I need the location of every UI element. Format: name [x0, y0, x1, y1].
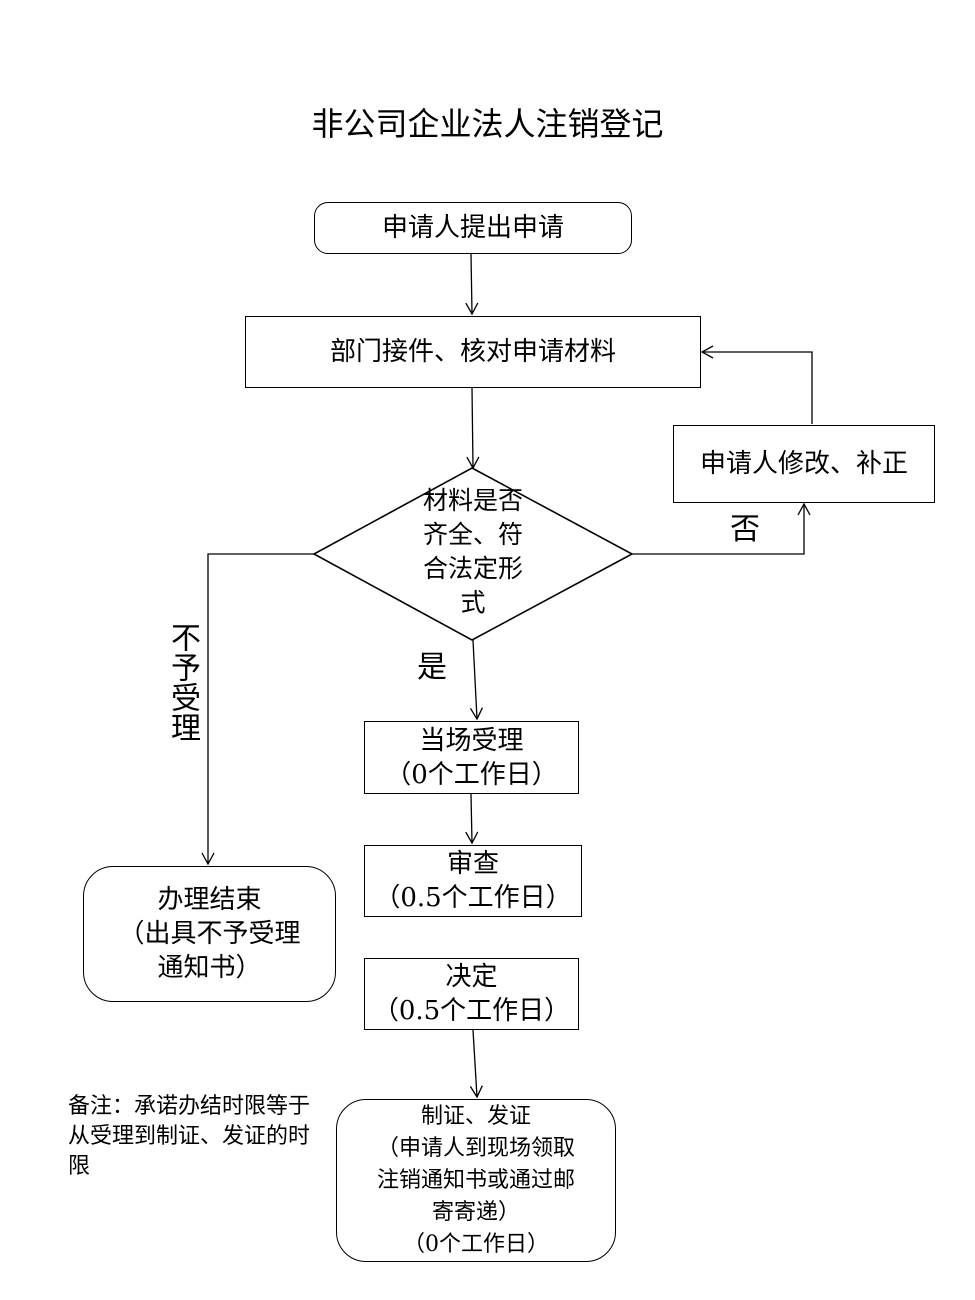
node-review: 审查 （0.5个工作日） [364, 845, 582, 917]
node-issue: 制证、发证 （申请人到现场领取 注销通知书或通过邮 寄寄递） （0个工作日） [336, 1099, 616, 1262]
decision-line: 合法定形 [422, 554, 523, 583]
decision-line: 式 [460, 588, 486, 617]
decision-text: 材料是否 齐全、符 合法定形 式 [400, 484, 546, 620]
node-decide-duration: （0.5个工作日） [372, 996, 571, 1026]
decision-line: 材料是否 [422, 486, 523, 515]
node-accept-duration: （0个工作日） [385, 759, 558, 790]
edge-label-reject: 不予受理 [165, 622, 200, 742]
edge-label-no: 否 [730, 512, 760, 547]
node-end: 办理结束 （出具不予受理 通知书） [83, 866, 336, 1002]
node-receive: 部门接件、核对申请材料 [245, 316, 701, 388]
node-review-duration: （0.5个工作日） [374, 883, 572, 913]
arrow-decide-to-issue [469, 1029, 483, 1099]
arrow-amend-to-receive [700, 345, 813, 424]
node-issue-line: 寄寄递） [431, 1199, 520, 1225]
node-end-line: 通知书） [157, 953, 262, 983]
node-decide-title: 决定 [445, 962, 498, 992]
node-accept-title: 当场受理 [419, 725, 524, 756]
node-issue-line: 注销通知书或通过邮 [376, 1167, 575, 1193]
node-apply: 申请人提出申请 [314, 202, 632, 254]
node-apply-label: 申请人提出申请 [381, 213, 564, 243]
node-end-line: 办理结束 [157, 885, 262, 915]
node-decide: 决定 （0.5个工作日） [364, 958, 579, 1030]
node-amend-label: 申请人修改、补正 [699, 449, 908, 479]
node-receive-label: 部门接件、核对申请材料 [329, 337, 616, 367]
node-end-line: （出具不予受理 [118, 919, 301, 949]
node-issue-line: 制证、发证 [420, 1103, 531, 1129]
arrow-decision-to-end [201, 553, 314, 866]
arrow-decision-to-accept [469, 639, 484, 721]
node-amend: 申请人修改、补正 [673, 425, 935, 503]
edge-label-yes: 是 [417, 650, 447, 685]
node-review-title: 审查 [446, 849, 499, 879]
remark-note: 备注：承诺办结时限等于从受理到制证、发证的时限 [68, 1094, 311, 1179]
arrow-receive-to-decision [466, 387, 480, 470]
node-accept: 当场受理 （0个工作日） [364, 721, 579, 794]
decision-line: 齐全、符 [422, 520, 523, 549]
arrow-apply-to-receive [465, 253, 479, 316]
page-title: 非公司企业法人注销登记 [311, 105, 664, 143]
decision-diamond [312, 467, 634, 641]
arrow-accept-to-review [465, 793, 479, 845]
arrow-decision-to-amend [632, 502, 811, 555]
node-issue-line: （0个工作日） [403, 1231, 549, 1257]
node-issue-line: （申请人到现场领取 [376, 1135, 575, 1161]
